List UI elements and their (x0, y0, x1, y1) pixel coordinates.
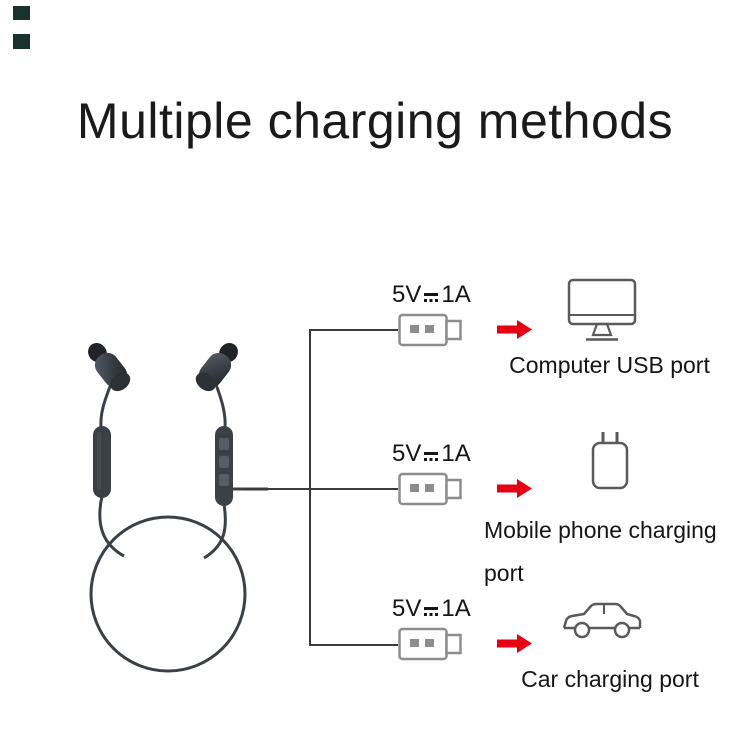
method-label-line: Mobile phone charging (484, 517, 717, 543)
amps-text: 1A (441, 281, 471, 308)
earphones-illustration (88, 343, 268, 673)
connector-line-middle (245, 488, 398, 490)
usb-plug-icon (398, 313, 462, 347)
page-title: Multiple charging methods (76, 93, 674, 149)
edge-artifact (13, 6, 30, 20)
phone-charger-icon (591, 432, 629, 490)
right-earbud (195, 343, 238, 392)
computer-monitor-icon (567, 278, 637, 341)
method-label: Car charging port (521, 666, 699, 692)
connector-line-bottom (309, 644, 398, 646)
edge-artifact (13, 34, 30, 49)
usb-plug-icon (398, 472, 462, 506)
voltage-label: 5V 1A (392, 281, 471, 309)
left-earbud (88, 343, 131, 392)
red-arrow-icon (497, 320, 532, 339)
red-arrow-icon (497, 479, 532, 498)
voltage-label: 5V 1A (392, 595, 471, 623)
usb-plug-icon (398, 627, 462, 661)
dc-symbol-icon (423, 449, 439, 462)
dc-symbol-icon (423, 290, 439, 303)
red-arrow-icon (497, 634, 532, 653)
voltage-label: 5V 1A (392, 440, 471, 468)
volts-text: 5V (392, 595, 422, 622)
amps-text: 1A (441, 440, 471, 467)
connector-line-top (309, 329, 398, 331)
volts-text: 5V (392, 440, 422, 467)
method-label-line: port (484, 560, 524, 586)
amps-text: 1A (441, 595, 471, 622)
car-icon (562, 602, 642, 639)
method-label: Mobile phone charging port (484, 509, 717, 595)
connector-line-vertical (309, 329, 311, 646)
dc-symbol-icon (423, 604, 439, 617)
method-label: Computer USB port (509, 352, 710, 378)
volts-text: 5V (392, 281, 422, 308)
